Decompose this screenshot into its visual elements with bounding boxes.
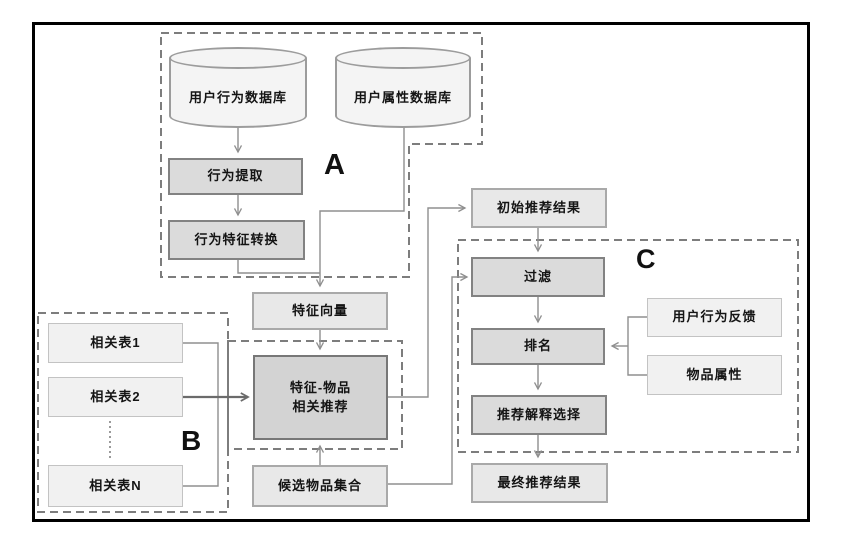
node-label: 用户行为数据库	[188, 90, 287, 105]
node-related-table-n: 相关表N	[48, 465, 183, 507]
node-behavior-extract: 行为提取	[168, 158, 303, 195]
node-label: 用户属性数据库	[353, 90, 452, 105]
node-user-behavior-db: 用户行为数据库	[169, 47, 307, 128]
node-related-table-1: 相关表1	[48, 323, 183, 363]
node-filter: 过滤	[471, 257, 605, 297]
group-b-outline	[37, 312, 229, 513]
node-final-recommend-result: 最终推荐结果	[471, 463, 608, 503]
group-a-outline	[160, 32, 483, 278]
node-item-attribute: 物品属性	[647, 355, 782, 395]
node-initial-recommend-result: 初始推荐结果	[471, 188, 607, 228]
node-candidate-item-set: 候选物品集合	[252, 465, 388, 507]
node-feature-vector: 特征向量	[252, 292, 388, 330]
group-label-b: B	[181, 425, 202, 456]
feature-item-outline	[227, 340, 403, 450]
node-related-table-2: 相关表2	[48, 377, 183, 417]
cylinder-top-ellipse	[335, 47, 471, 69]
node-feature-item-recommend: 特征-物品 相关推荐	[253, 355, 388, 440]
group-c-outline	[457, 239, 799, 453]
cylinder-body	[169, 58, 307, 128]
node-behavior-feature-convert: 行为特征转换	[168, 220, 305, 260]
group-label-c: C	[636, 244, 656, 274]
node-user-attribute-db: 用户属性数据库	[335, 47, 471, 128]
cylinder-body	[335, 58, 471, 128]
node-ranking: 排名	[471, 328, 605, 365]
cylinder-top-ellipse	[169, 47, 307, 69]
group-label-a: A	[324, 149, 345, 181]
node-user-behavior-feedback: 用户行为反馈	[647, 298, 782, 337]
node-recommend-explanation-select: 推荐解释选择	[471, 395, 607, 435]
